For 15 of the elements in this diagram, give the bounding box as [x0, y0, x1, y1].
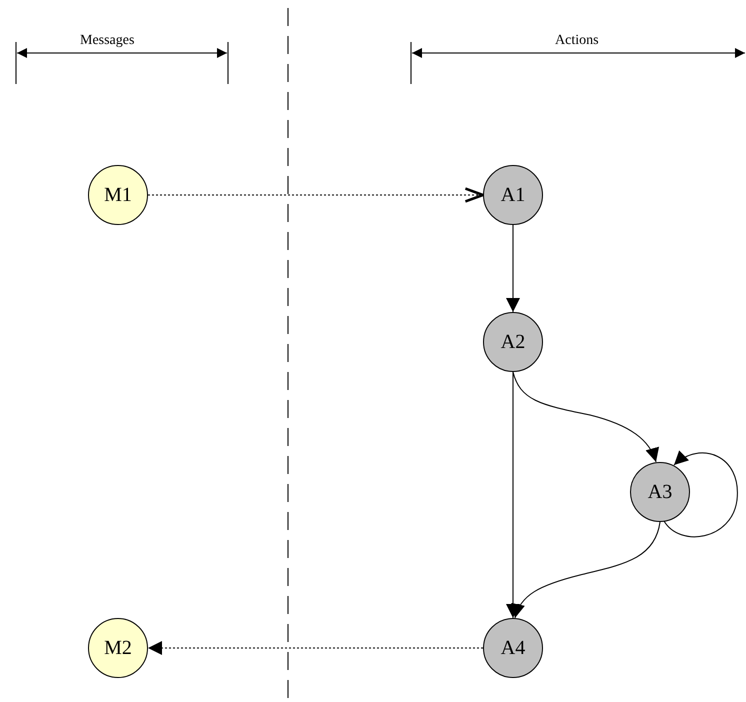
arrow: [664, 450, 738, 538]
arrow: [506, 224, 520, 312]
lane-label: Messages: [80, 34, 134, 48]
node-label: A3: [648, 480, 672, 505]
node-label: A1: [500, 183, 526, 208]
arrow: [148, 641, 484, 655]
node-label: A2: [500, 330, 526, 355]
node-label: M1: [104, 183, 132, 208]
arrow: [512, 522, 660, 618]
arrow: [148, 187, 484, 203]
arrow: [506, 372, 520, 618]
arrow: [512, 372, 658, 462]
node-label: A4: [500, 636, 526, 661]
node-label: M2: [104, 636, 132, 661]
lane-label: Actions: [555, 34, 599, 48]
